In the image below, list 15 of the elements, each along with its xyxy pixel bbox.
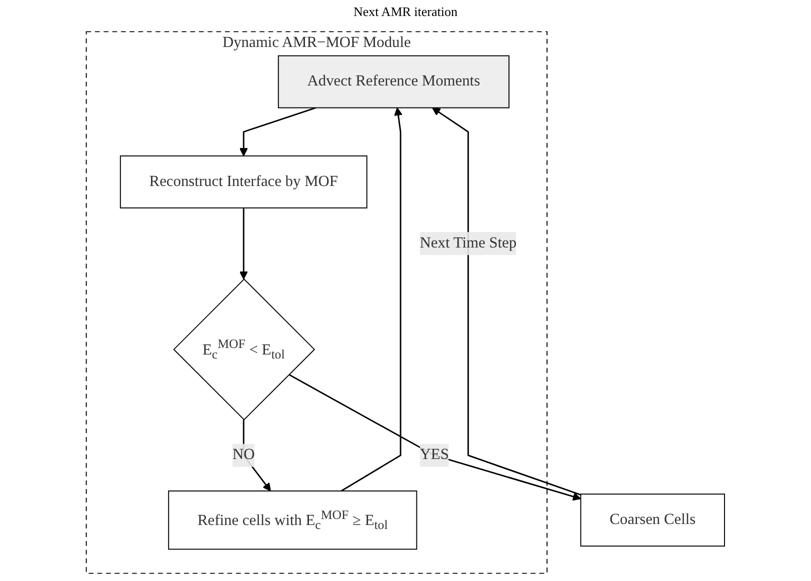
- edge-label: YES: [420, 446, 449, 464]
- node-box: Reconstruct Interface by MOF: [120, 155, 368, 208]
- node-box: Coarsen Cells: [580, 494, 726, 547]
- arrow: [239, 107, 316, 156]
- arrow: [288, 374, 582, 501]
- edge-label: NO: [232, 446, 255, 464]
- node-diamond: E$_{c}$$^{MOF}$ < E$_{tol}$: [173, 278, 316, 420]
- arrow: [432, 107, 582, 496]
- node-box: Refine cells with E$_{c}$$^{MOF}$ ≥ E$_{tol}$: [168, 490, 418, 550]
- arrow: [340, 107, 403, 492]
- arrow: [239, 208, 248, 280]
- edge-label: Next Time Step: [420, 234, 517, 252]
- note-text: Next AMR iteration: [354, 4, 458, 19]
- arrow: [242, 420, 272, 492]
- node-box: Advect Reference Moments: [278, 55, 510, 108]
